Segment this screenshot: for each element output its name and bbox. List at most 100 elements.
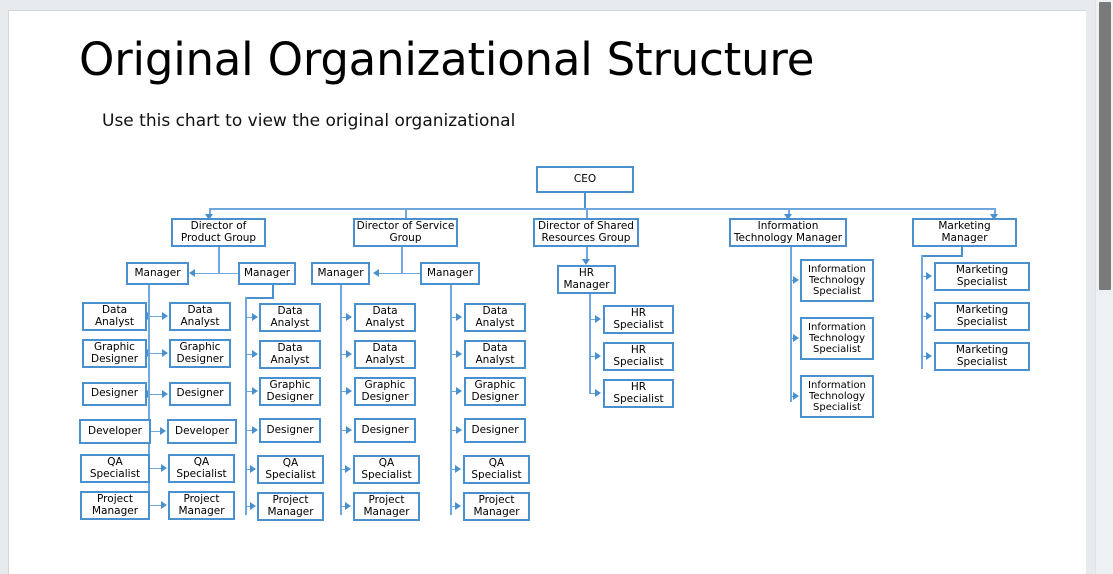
label-line2: Designer (471, 390, 519, 403)
node-manager-3[interactable]: Manager (311, 262, 370, 285)
label-line1: Information (808, 322, 866, 333)
label-line1: Developer (174, 424, 229, 437)
node-director-service-group[interactable]: Director of Service Group (353, 218, 458, 247)
node-staff-c3-graphic-designer[interactable]: Graphic Designer (259, 377, 321, 406)
node-staff-c2-qa-specialist[interactable]: QA Specialist (168, 454, 235, 483)
node-staff-c4-data-analyst-1[interactable]: Data Analyst (354, 303, 416, 332)
label-line1: QA (488, 457, 505, 469)
node-it-specialist-2[interactable]: Information Technology Specialist (800, 317, 874, 360)
connector-bus-drop-1 (209, 208, 211, 217)
label-line1: Data (482, 342, 508, 354)
node-hr-manager[interactable]: HR Manager (557, 265, 616, 294)
node-ceo[interactable]: CEO (536, 166, 634, 193)
connector-c5-r2 (450, 353, 458, 356)
node-staff-c2-project-manager[interactable]: Project Manager (168, 491, 235, 520)
node-hr-specialist-1[interactable]: HR Specialist (603, 305, 674, 334)
label-line2: Manager (473, 505, 520, 518)
label-line1: Graphic (364, 379, 406, 391)
label-line2: Analyst (475, 316, 515, 329)
label-line2: Technology (808, 333, 865, 344)
label-line1: Designer (361, 423, 409, 436)
label-line1: Designer (90, 387, 139, 400)
label-line2: Specialist (956, 355, 1008, 368)
arrowhead-c2-r3 (162, 390, 168, 398)
label-line1: QA (193, 456, 210, 468)
arrowhead-c5-r3 (456, 387, 462, 395)
connector-c4-r3 (340, 390, 348, 393)
node-hr-specialist-2[interactable]: HR Specialist (603, 342, 674, 371)
node-staff-c4-data-analyst-2[interactable]: Data Analyst (354, 340, 416, 369)
arrowhead-hr-r3 (595, 389, 601, 397)
node-it-specialist-1[interactable]: Information Technology Specialist (800, 259, 874, 302)
label-line2: Specialist (956, 275, 1008, 288)
node-marketing-specialist-1[interactable]: Marketing Specialist (934, 262, 1030, 291)
node-director-product-line1: Director of (190, 220, 247, 232)
connector-c5-r1 (450, 316, 458, 319)
node-marketing-manager[interactable]: Marketing Manager (912, 218, 1017, 247)
connector-shared-to-hr (586, 247, 588, 262)
node-it-manager-line1: Information (757, 220, 819, 232)
node-staff-c1-designer[interactable]: Designer (82, 382, 147, 406)
arrowhead-mk-r2 (926, 312, 932, 320)
label-line2: Manager (363, 505, 410, 518)
node-staff-c2-data-analyst[interactable]: Data Analyst (169, 302, 231, 331)
node-staff-c2-designer[interactable]: Designer (169, 382, 231, 406)
node-marketing-specialist-2[interactable]: Marketing Specialist (934, 302, 1030, 331)
node-manager-2[interactable]: Manager (238, 262, 296, 285)
node-staff-c5-data-analyst-1[interactable]: Data Analyst (464, 303, 526, 332)
connector-manager3-in (378, 272, 402, 275)
slide-canvas: Original Organizational Structure Use th… (8, 10, 1086, 574)
connector-manager1-in (194, 272, 219, 275)
node-marketing-specialist-3[interactable]: Marketing Specialist (934, 342, 1030, 371)
node-staff-c2-developer[interactable]: Developer (167, 419, 237, 444)
node-director-product-group[interactable]: Director of Product Group (171, 218, 266, 247)
node-staff-c4-graphic-designer[interactable]: Graphic Designer (354, 377, 416, 406)
node-staff-c1-graphic-designer[interactable]: Graphic Designer (82, 339, 147, 368)
connector-marketing-elbow-down (961, 247, 964, 256)
node-staff-c1-developer[interactable]: Developer (79, 419, 151, 444)
node-staff-c5-graphic-designer[interactable]: Graphic Designer (464, 377, 526, 406)
arrowhead-c3-r1 (252, 313, 258, 321)
node-staff-c1-data-analyst[interactable]: Data Analyst (82, 302, 147, 331)
connector-c5-r4 (450, 429, 458, 432)
node-staff-c3-data-analyst-2[interactable]: Data Analyst (259, 340, 321, 369)
arrowhead-hr-r2 (595, 352, 601, 360)
node-staff-c4-designer[interactable]: Designer (354, 418, 416, 443)
label-line1: QA (378, 457, 395, 469)
node-manager-4-label: Manager (426, 266, 474, 279)
scrollbar-thumb[interactable] (1099, 2, 1111, 290)
label-line2: Analyst (365, 353, 405, 366)
node-manager-1[interactable]: Manager (126, 262, 189, 285)
node-staff-c3-project-manager[interactable]: Project Manager (257, 492, 324, 521)
label-line1: Graphic (474, 379, 516, 391)
node-manager-4[interactable]: Manager (420, 262, 480, 285)
node-staff-c1-qa-specialist[interactable]: QA Specialist (80, 454, 150, 483)
connector-service-to-managers (401, 247, 403, 273)
vertical-scrollbar[interactable] (1095, 0, 1113, 574)
node-staff-c5-designer[interactable]: Designer (464, 418, 526, 443)
connector-c4-r1 (340, 316, 348, 319)
connector-manager1-stem (148, 285, 150, 515)
node-it-specialist-3[interactable]: Information Technology Specialist (800, 375, 874, 418)
node-staff-c1-project-manager[interactable]: Project Manager (80, 491, 150, 520)
node-director-shared-resources[interactable]: Director of Shared Resources Group (533, 218, 639, 247)
node-staff-c5-data-analyst-2[interactable]: Data Analyst (464, 340, 526, 369)
arrowhead-c5-r2 (456, 350, 462, 358)
node-staff-c5-qa-specialist[interactable]: QA Specialist (463, 455, 530, 484)
node-hr-specialist-3[interactable]: HR Specialist (603, 379, 674, 408)
node-staff-c4-project-manager[interactable]: Project Manager (353, 492, 420, 521)
node-director-product-line2: Product Group (180, 231, 257, 244)
node-staff-c3-data-analyst-1[interactable]: Data Analyst (259, 303, 321, 332)
node-staff-c3-qa-specialist[interactable]: QA Specialist (257, 455, 324, 484)
connector-marketing-elbow-left (921, 255, 963, 258)
node-staff-c3-designer[interactable]: Designer (259, 418, 321, 443)
label-line2: Analyst (95, 315, 134, 328)
label-line2: Designer (90, 352, 139, 365)
node-staff-c4-qa-specialist[interactable]: QA Specialist (353, 455, 420, 484)
connector-c3-r1 (245, 316, 255, 319)
node-staff-c2-graphic-designer[interactable]: Graphic Designer (169, 339, 231, 368)
arrowhead-c4-r4 (346, 426, 352, 434)
node-hr-manager-line2: Manager (563, 278, 610, 291)
node-it-manager[interactable]: Information Technology Manager (729, 218, 847, 247)
node-staff-c5-project-manager[interactable]: Project Manager (463, 492, 530, 521)
